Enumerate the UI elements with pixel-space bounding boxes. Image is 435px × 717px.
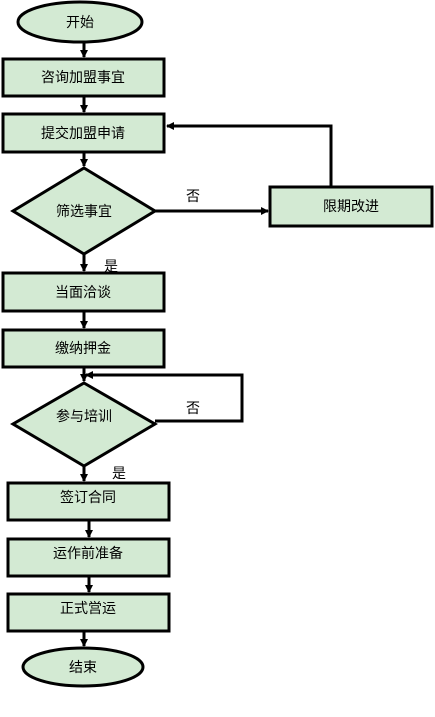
rectify-node: 限期改进	[268, 185, 434, 228]
interview-node: 当面洽谈	[1, 271, 166, 313]
prepare-label: 运作前准备	[53, 545, 123, 562]
contract-label: 签订合同	[60, 489, 116, 506]
rectify-label: 限期改进	[323, 199, 379, 215]
operate-label: 正式営运	[60, 601, 116, 617]
deposit-node: 缴纳押金	[1, 328, 166, 369]
contract-node: 签订合同	[6, 481, 171, 522]
start-node: 开始	[16, 0, 144, 44]
end-label: 结束	[69, 660, 97, 676]
consult-node: 咨询加盟事宜	[1, 57, 166, 98]
end-node: 结束	[21, 646, 145, 688]
submit-node: 提交加盟申请	[1, 112, 166, 154]
no-label-screen: 否	[186, 189, 200, 205]
consult-label: 咨询加盟事宜	[41, 70, 125, 86]
arrow-training-loop	[85, 371, 244, 423]
yes-label-screen: 是	[104, 259, 118, 275]
submit-label: 提交加盟申请	[41, 125, 125, 142]
deposit-label: 缴纳押金	[55, 341, 111, 357]
interview-label: 当面洽谈	[55, 285, 111, 301]
arrow-rectify-to-submit	[166, 122, 333, 187]
yes-label-training: 是	[112, 466, 126, 482]
screen-decision-label: 筛选事宜	[56, 204, 112, 220]
training-decision-label: 参与培训	[56, 408, 112, 425]
screen-decision-node: 筛选事宜	[10, 166, 158, 256]
connector-lines	[80, 42, 333, 647]
training-decision-node: 参与培训	[10, 381, 158, 468]
prepare-node: 运作前准备	[6, 537, 171, 578]
start-label: 开始	[66, 15, 94, 31]
no-label-training: 否	[186, 401, 200, 417]
operate-node: 正式営运	[6, 592, 171, 633]
